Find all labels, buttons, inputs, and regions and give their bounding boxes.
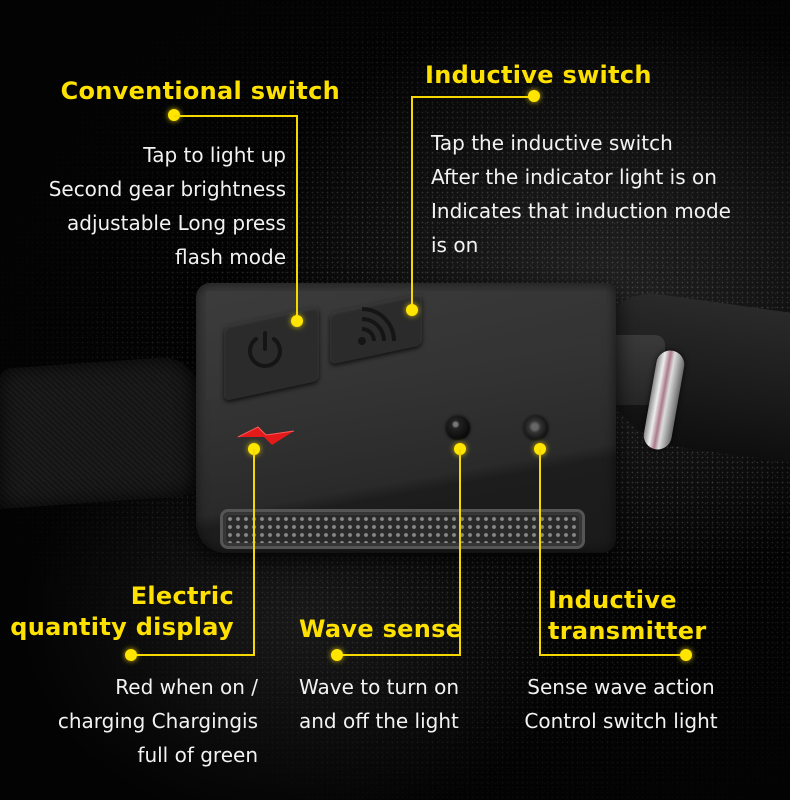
- description-line: Indicates that induction mode: [431, 199, 731, 223]
- description-line: flash mode: [174, 245, 286, 269]
- conventional-switch-description: Tap to light up Second gear brightness a…: [49, 138, 286, 274]
- wave-sense-description: Wave to turn on and off the light: [299, 670, 459, 738]
- title-line: transmitter: [548, 617, 707, 645]
- inductive-switch-description: Tap the inductive switch After the indic…: [431, 126, 731, 262]
- electric-quantity-line-v: [253, 449, 255, 655]
- inductive-switch-line-v: [411, 96, 413, 310]
- conventional-switch-target-dot: [291, 315, 303, 327]
- inductive-transmitter-line-v: [539, 449, 541, 655]
- wave-sense-line-h: [339, 654, 461, 656]
- description-line: Red when on /: [115, 675, 258, 699]
- wave-sense-title: Wave sense: [299, 615, 463, 643]
- inductive-switch-line-h: [411, 96, 533, 98]
- electric-quantity-title: Electric quantity display: [10, 581, 234, 643]
- description-line: is on: [431, 233, 479, 257]
- title-line: Inductive: [548, 586, 677, 614]
- inductive-switch-target-dot: [406, 304, 418, 316]
- description-line: Control switch light: [524, 709, 718, 733]
- description-line: Second gear brightness: [48, 177, 286, 201]
- inductive-transmitter-description: Sense wave action Control switch light: [505, 670, 737, 738]
- inductive-switch-label-dot: [528, 90, 540, 102]
- description-line: Sense wave action: [527, 675, 715, 699]
- electric-quantity-label-dot: [125, 649, 137, 661]
- description-line: charging Chargingis: [57, 709, 258, 733]
- headband-strap: [0, 355, 200, 509]
- description-line: and off the light: [299, 709, 459, 733]
- description-line: full of green: [137, 743, 258, 767]
- conventional-switch-title: Conventional switch: [60, 77, 340, 105]
- electric-quantity-line-h: [132, 654, 255, 656]
- inductive-transmitter-line-h: [539, 654, 687, 656]
- inductive-transmitter-title: Inductive transmitter: [548, 585, 706, 647]
- inductive-transmitter-label-dot: [680, 649, 692, 661]
- wave-sense-sensor: [446, 416, 470, 440]
- led-cob-strip: [220, 509, 585, 549]
- lightning-bolt-indicator-icon: [237, 426, 295, 445]
- title-line: quantity display: [10, 613, 234, 641]
- led-cob-grille: [226, 515, 579, 543]
- title-line: Electric: [130, 582, 234, 610]
- wave-sense-line-v: [459, 449, 461, 655]
- headlamp-body: [196, 283, 616, 553]
- power-icon: [248, 331, 282, 368]
- electric-quantity-description: Red when on / charging Chargingis full o…: [58, 670, 258, 772]
- wireless-wave-icon: [358, 307, 396, 345]
- conventional-switch-line-h: [174, 115, 298, 117]
- description-line: Tap the inductive switch: [431, 131, 673, 155]
- description-line: adjustable Long press: [67, 211, 286, 235]
- description-line: Wave to turn on: [299, 675, 460, 699]
- wave-sense-label-dot: [331, 649, 343, 661]
- description-line: After the indicator light is on: [431, 165, 717, 189]
- inductive-switch-title: Inductive switch: [425, 61, 652, 89]
- inductive-transmitter-sensor: [524, 416, 548, 440]
- conventional-switch-line-v: [296, 115, 298, 321]
- description-line: Tap to light up: [143, 143, 286, 167]
